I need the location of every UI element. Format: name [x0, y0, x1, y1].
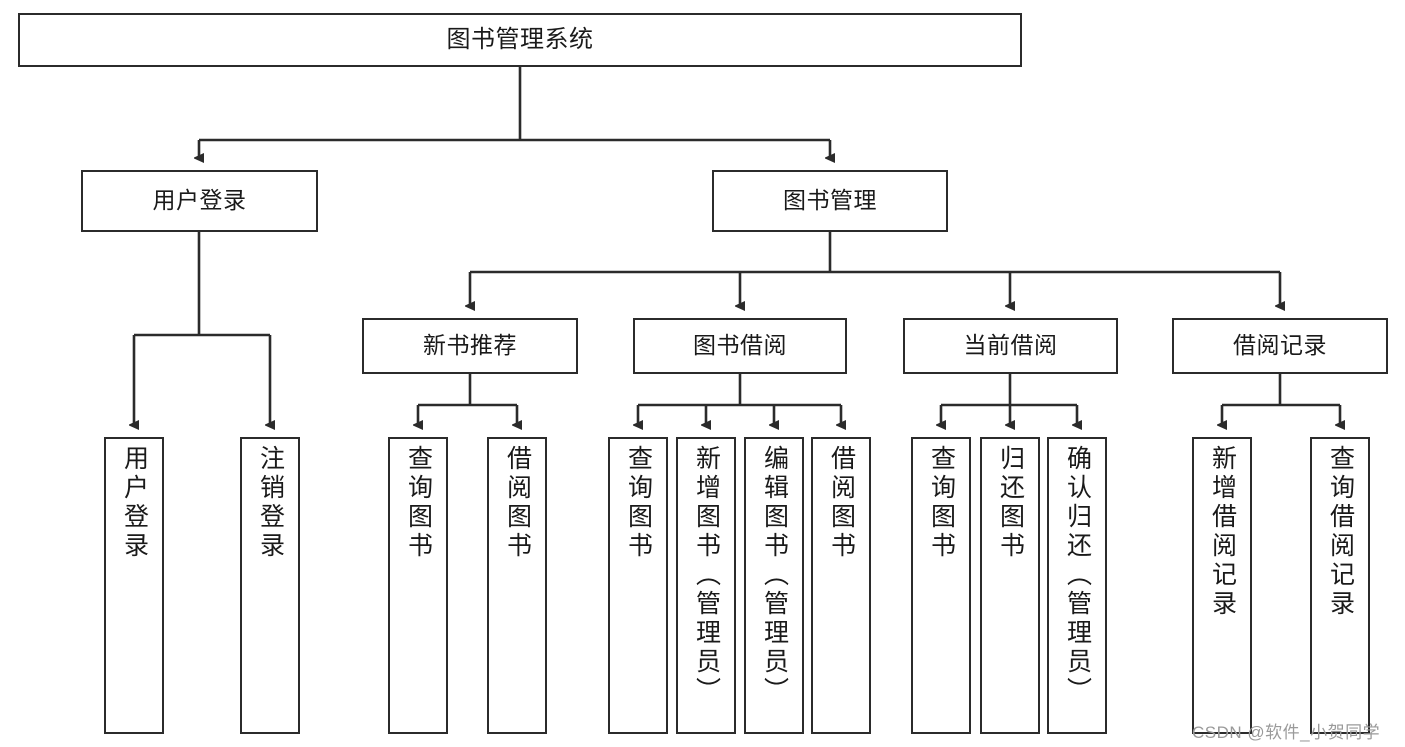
node-leaf-borrow-book-2[interactable]: 借阅图书 [811, 437, 871, 734]
node-leaf-query-book-1[interactable]: 查询图书 [388, 437, 448, 734]
node-leaf-add-record-label: 新增借阅记录 [1208, 445, 1237, 619]
node-book-manage[interactable]: 图书管理 [712, 170, 948, 232]
node-user-login[interactable]: 用户登录 [81, 170, 318, 232]
node-leaf-confirm-return[interactable]: 确认归还（管理员） [1047, 437, 1107, 734]
node-leaf-add-record[interactable]: 新增借阅记录 [1192, 437, 1252, 734]
node-leaf-borrow-book-1-label: 借阅图书 [503, 445, 532, 561]
node-leaf-return-book-label: 归还图书 [996, 445, 1025, 561]
node-leaf-query-book-3-label: 查询图书 [927, 445, 956, 561]
node-leaf-logout[interactable]: 注销登录 [240, 437, 300, 734]
node-book-borrow[interactable]: 图书借阅 [633, 318, 847, 374]
node-leaf-confirm-return-label: 确认归还（管理员） [1063, 445, 1092, 706]
node-leaf-query-record-label: 查询借阅记录 [1326, 445, 1355, 619]
node-current-borrow-label: 当前借阅 [963, 332, 1058, 359]
node-leaf-edit-book-label: 编辑图书（管理员） [760, 445, 789, 706]
node-new-book-rec[interactable]: 新书推荐 [362, 318, 578, 374]
node-book-borrow-label: 图书借阅 [693, 332, 787, 359]
node-leaf-user-login[interactable]: 用户登录 [104, 437, 164, 734]
node-leaf-user-login-label: 用户登录 [120, 445, 149, 561]
node-leaf-query-book-2-label: 查询图书 [624, 445, 653, 561]
node-leaf-add-book[interactable]: 新增图书（管理员） [676, 437, 736, 734]
node-root-label: 图书管理系统 [446, 25, 594, 53]
node-leaf-borrow-book-1[interactable]: 借阅图书 [487, 437, 547, 734]
node-leaf-query-book-3[interactable]: 查询图书 [911, 437, 971, 734]
node-leaf-query-book-1-label: 查询图书 [404, 445, 433, 561]
node-root[interactable]: 图书管理系统 [18, 13, 1022, 67]
node-leaf-borrow-book-2-label: 借阅图书 [827, 445, 856, 561]
node-leaf-edit-book[interactable]: 编辑图书（管理员） [744, 437, 804, 734]
node-leaf-return-book[interactable]: 归还图书 [980, 437, 1040, 734]
node-user-login-label: 用户登录 [152, 187, 247, 214]
node-current-borrow[interactable]: 当前借阅 [903, 318, 1118, 374]
node-leaf-query-record[interactable]: 查询借阅记录 [1310, 437, 1370, 734]
node-leaf-add-book-label: 新增图书（管理员） [692, 445, 721, 706]
node-new-book-rec-label: 新书推荐 [423, 332, 517, 359]
node-leaf-logout-label: 注销登录 [256, 445, 285, 561]
node-borrow-record[interactable]: 借阅记录 [1172, 318, 1388, 374]
node-book-manage-label: 图书管理 [783, 187, 877, 214]
node-leaf-query-book-2[interactable]: 查询图书 [608, 437, 668, 734]
node-borrow-record-label: 借阅记录 [1233, 332, 1327, 359]
